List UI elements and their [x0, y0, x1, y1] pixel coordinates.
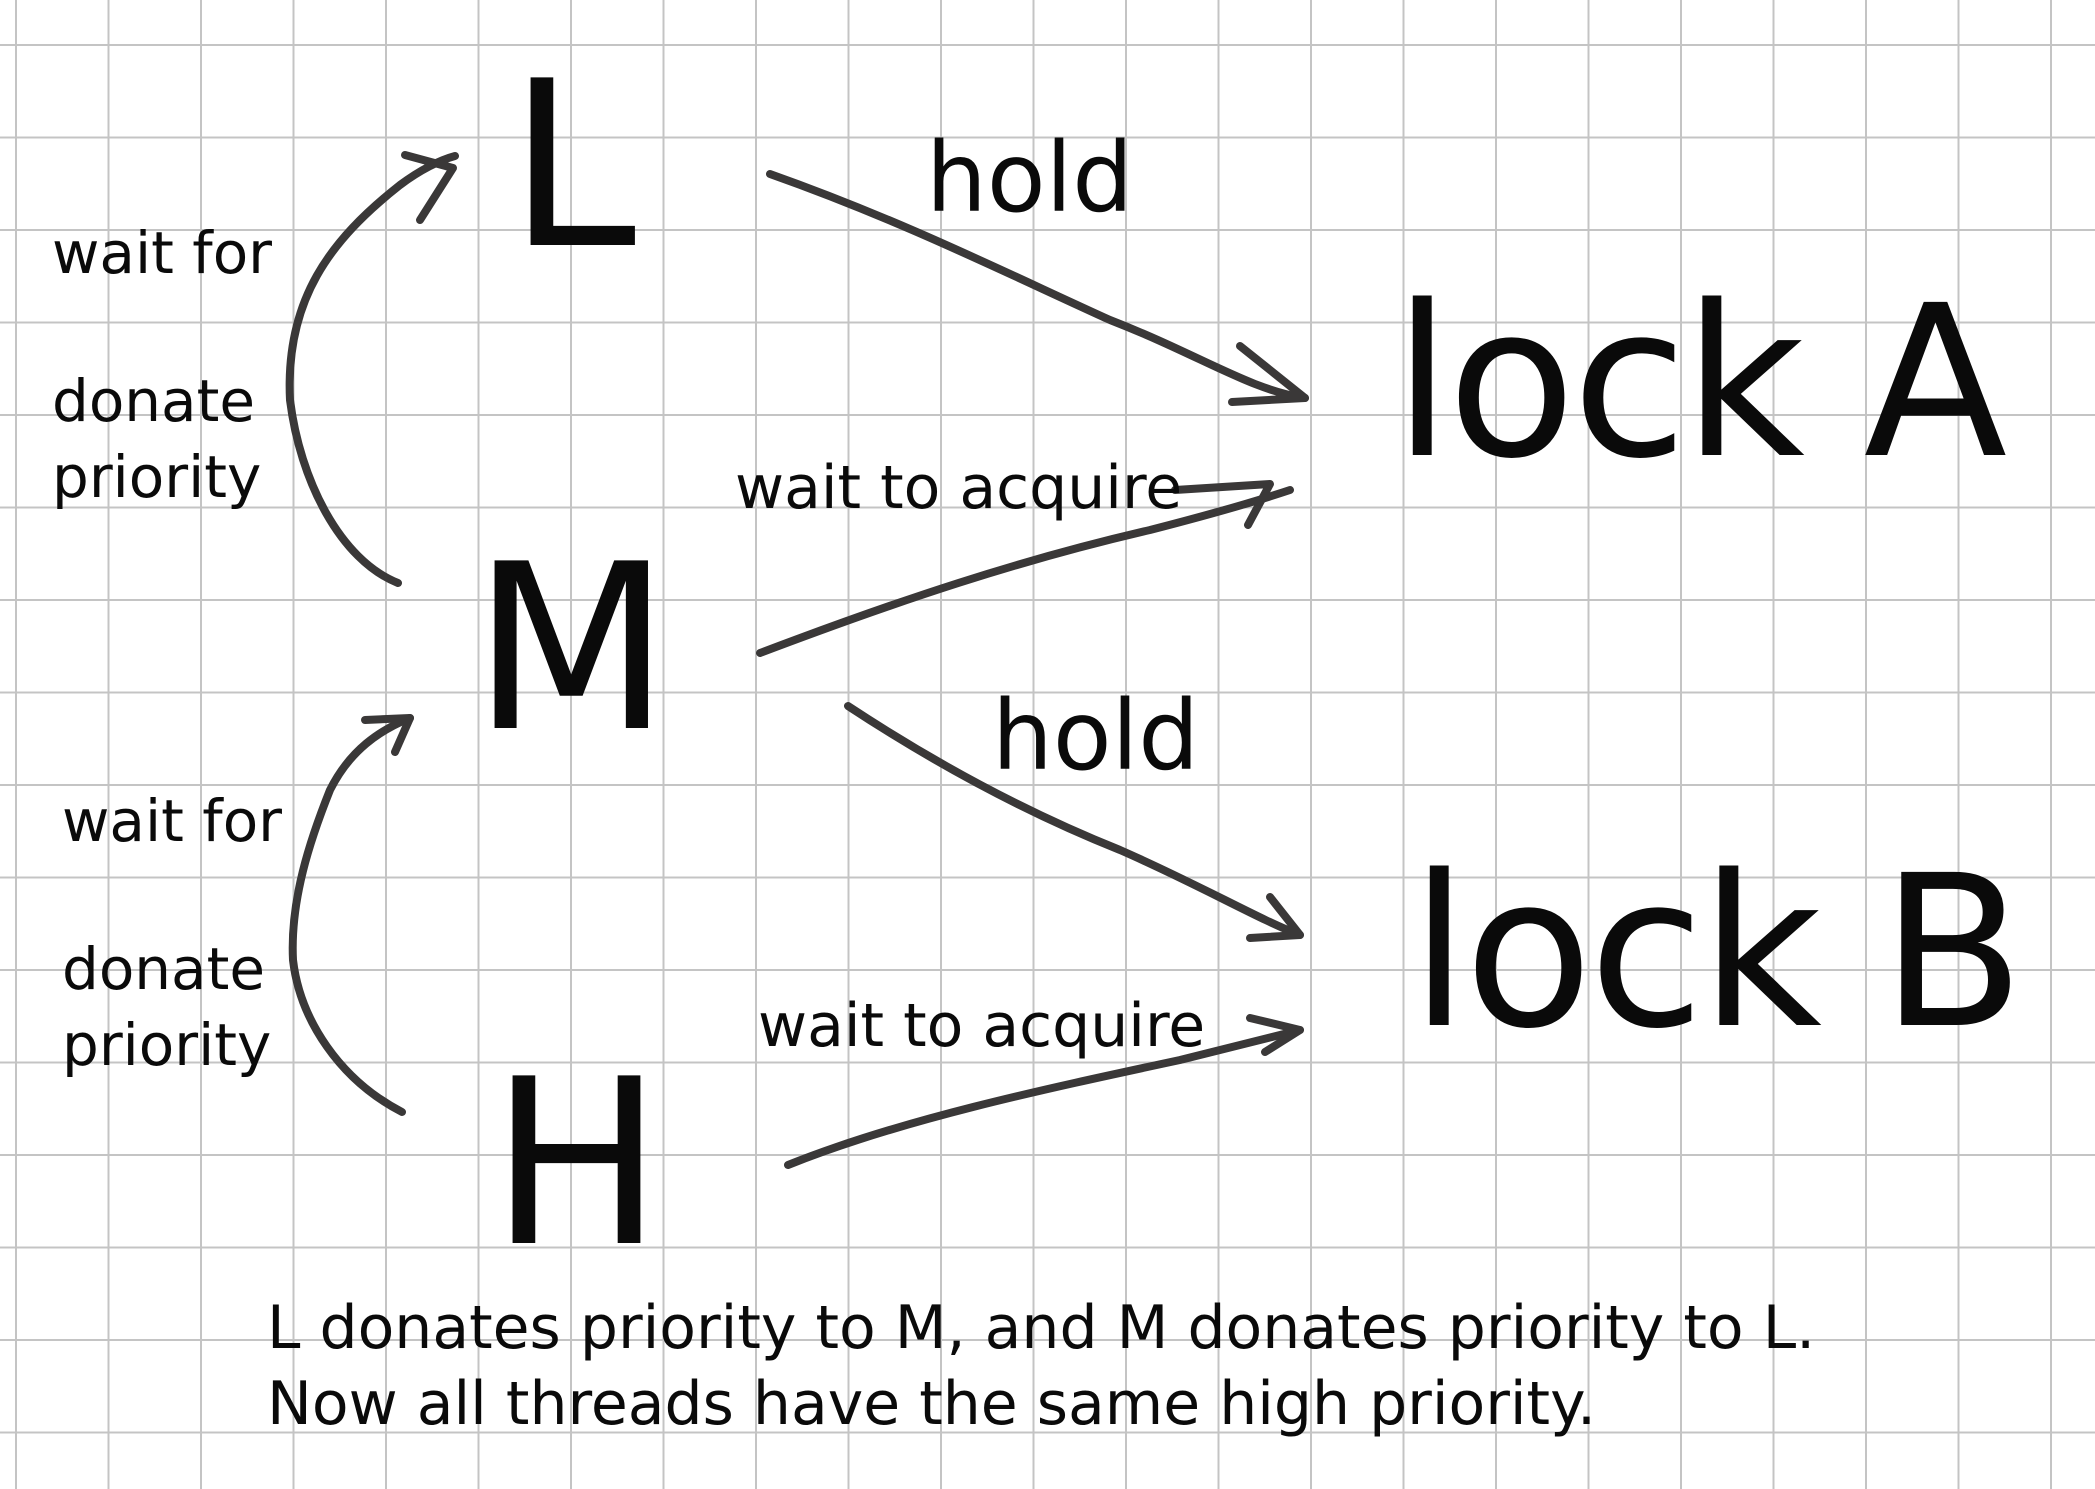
edge-label-m-wait: wait to acquire — [735, 453, 1183, 523]
arrowhead-m-hold-lock-b — [1246, 893, 1304, 942]
caption: L donates priority to M, and M donates p… — [267, 1290, 1815, 1442]
arrowhead-donate-h-to-m — [361, 714, 414, 756]
arrow-h-wait-lock-b — [784, 1026, 1304, 1169]
label-lower-priority: priority — [62, 1011, 272, 1079]
arrowhead-h-wait-lock-b — [1246, 1014, 1304, 1056]
arrowhead-l-hold-lock-a — [1228, 342, 1309, 406]
edge-label-m-hold: hold — [992, 680, 1200, 792]
thread-l: L — [508, 33, 637, 300]
arrow-l-hold-lock-a — [766, 170, 1309, 402]
arrowhead-m-wait-lock-a — [1171, 480, 1274, 529]
thread-h: H — [490, 1031, 663, 1298]
arrow-donate-m-to-l — [285, 152, 459, 587]
arrow-donate-h-to-m — [288, 714, 414, 1116]
arrowhead-donate-m-to-l — [401, 151, 457, 224]
arrow-m-wait-lock-a — [756, 486, 1294, 657]
edge-label-h-wait: wait to acquire — [758, 991, 1206, 1061]
label-lower-wait-for: wait for — [62, 787, 283, 855]
thread-m: M — [472, 516, 671, 783]
arrow-m-hold-lock-b — [844, 702, 1304, 939]
label-upper-donate: donate — [52, 367, 256, 435]
lock-b: lock B — [1410, 830, 2025, 1075]
edge-label-l-hold: hold — [926, 122, 1134, 234]
lock-a: lock A — [1393, 260, 2007, 505]
label-lower-donate: donate — [62, 935, 266, 1003]
label-upper-wait-for: wait for — [52, 219, 273, 287]
caption-line-1: L donates priority to M, and M donates p… — [267, 1293, 1816, 1363]
label-upper-priority: priority — [52, 443, 262, 511]
caption-line-2: Now all threads have the same high prior… — [267, 1369, 1597, 1439]
